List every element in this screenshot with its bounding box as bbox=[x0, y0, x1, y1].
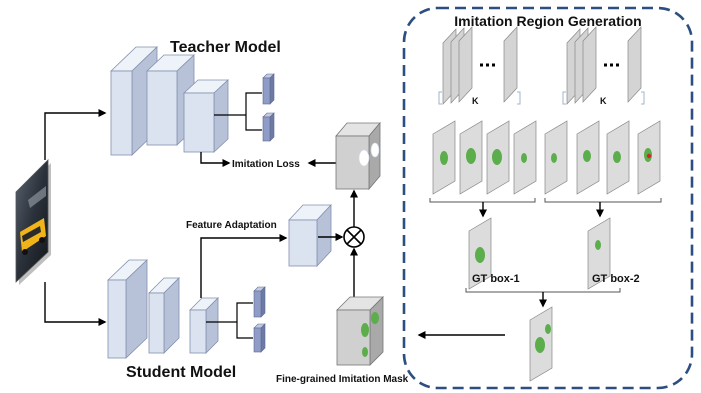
input-to-student-arrow bbox=[44, 282, 107, 326]
brace-left bbox=[429, 198, 536, 203]
region-generation-panel bbox=[402, 6, 694, 390]
merge-bracket bbox=[465, 288, 621, 293]
iou-maps-right bbox=[544, 120, 661, 195]
iou-maps-left bbox=[432, 120, 537, 195]
gt-box-2-map bbox=[587, 217, 611, 290]
circle-times-icon bbox=[343, 226, 365, 248]
feature-adaptation-block bbox=[288, 203, 332, 268]
teacher-model-label: Teacher Model bbox=[170, 39, 281, 56]
imitation-loss-label: Imitation Loss bbox=[232, 159, 300, 170]
anchor-planes-left bbox=[438, 26, 521, 105]
gt-box-1-map bbox=[468, 217, 492, 290]
gt-box-1-label: GT box-1 bbox=[472, 273, 520, 285]
input-to-teacher-arrow bbox=[44, 109, 107, 160]
teacher-model bbox=[110, 46, 275, 156]
student-model-label: Student Model bbox=[126, 364, 236, 381]
masked-feature-volume bbox=[335, 121, 381, 191]
final-imitation-mask bbox=[529, 306, 553, 382]
region-generation-title: Imitation Region Generation bbox=[454, 13, 641, 29]
anchor-planes-right bbox=[562, 26, 645, 105]
k-label-left: K bbox=[472, 96, 479, 106]
feature-adaptation-label: Feature Adaptation bbox=[186, 220, 277, 231]
student-model bbox=[107, 259, 266, 359]
teacher-to-loss-arrow bbox=[200, 152, 231, 167]
input-image bbox=[15, 159, 51, 285]
fine-grained-mask-volume bbox=[336, 296, 384, 366]
fine-grained-mask-label: Fine-grained Imitation Mask bbox=[276, 374, 409, 385]
k-label-right: K bbox=[600, 96, 607, 106]
brace-right bbox=[544, 198, 662, 203]
gt-box-2-label: GT box-2 bbox=[592, 273, 640, 285]
student-to-adaptation-arrow bbox=[200, 234, 288, 298]
